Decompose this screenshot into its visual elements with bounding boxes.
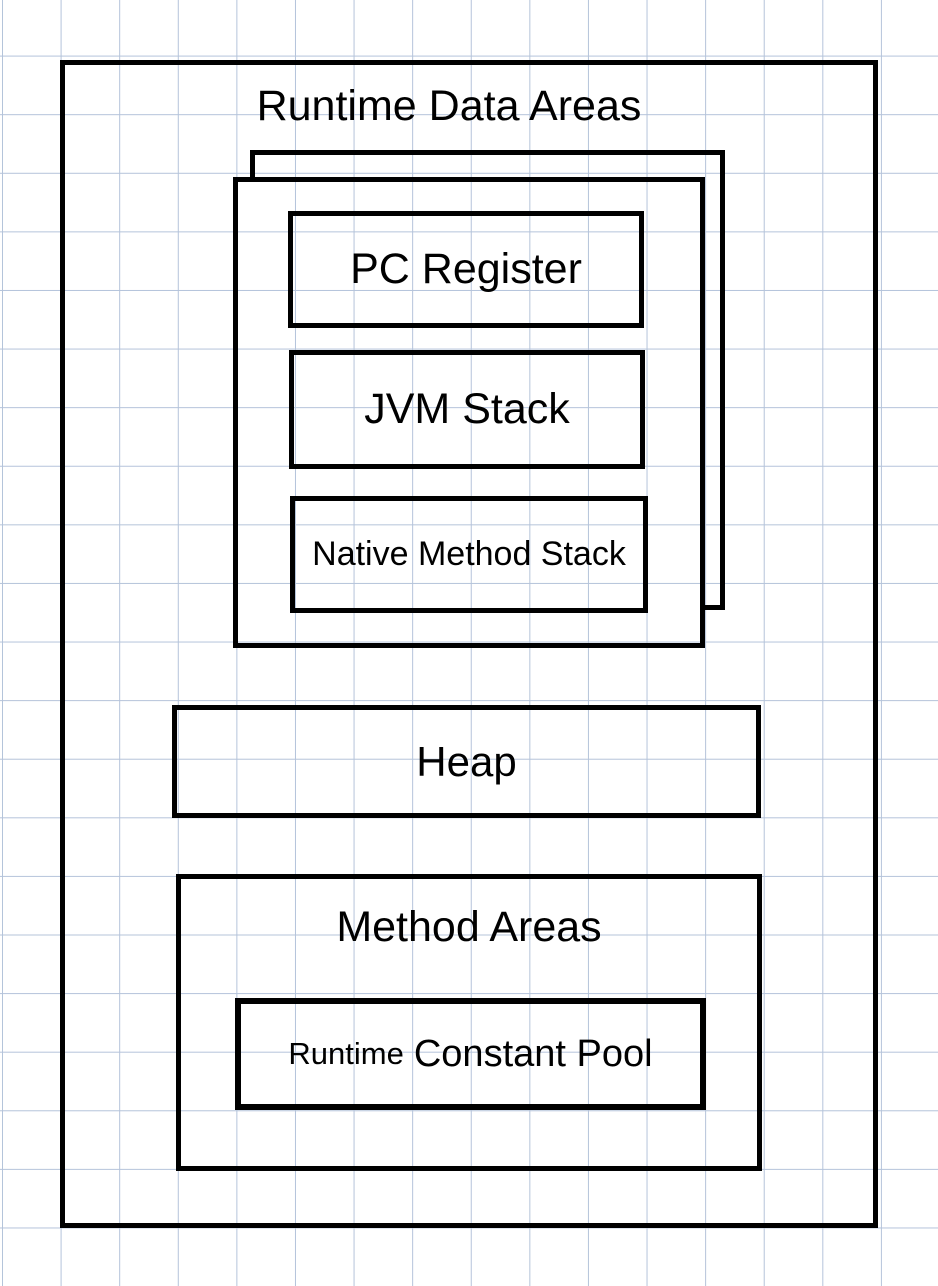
- method-areas-box: Method Areas: [176, 874, 762, 1171]
- diagram-title: Runtime Data Areas: [256, 82, 642, 130]
- runtime-data-areas-box: [60, 60, 878, 1228]
- runtime-constant-pool-label-runtime: Runtime: [288, 1036, 404, 1071]
- thread-stack-back-box-bottom-edge: [700, 605, 725, 610]
- jvm-stack-label: JVM Stack: [364, 385, 570, 433]
- method-areas-label: Method Areas: [336, 903, 602, 951]
- heap-box: Heap: [172, 705, 761, 818]
- native-method-stack-box: Native Method Stack: [290, 496, 648, 613]
- runtime-constant-pool-box: Runtime Constant Pool: [235, 998, 706, 1110]
- thread-stack-front-box: [233, 177, 705, 648]
- pc-register-box: PC Register: [288, 211, 644, 328]
- heap-label: Heap: [416, 737, 517, 785]
- native-method-stack-label: Native Method Stack: [312, 535, 626, 573]
- runtime-constant-pool-label-constant-pool: Constant Pool: [413, 1032, 653, 1075]
- thread-stack-back-box-left-edge: [250, 150, 255, 182]
- jvm-stack-box: JVM Stack: [289, 350, 645, 469]
- pc-register-label: PC Register: [350, 245, 582, 293]
- thread-stack-back-box: [250, 150, 725, 610]
